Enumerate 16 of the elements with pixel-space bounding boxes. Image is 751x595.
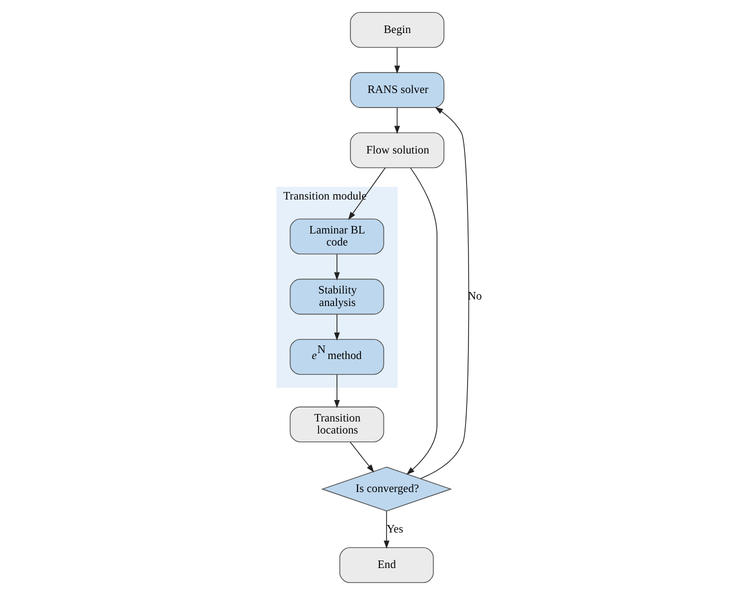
node-box: Transition locations xyxy=(289,406,384,442)
node-box: Stability analysis xyxy=(289,278,384,315)
node-box: Flow solution xyxy=(349,132,444,168)
arrow xyxy=(394,47,400,74)
arrow xyxy=(334,314,340,341)
node-box: RANS solver xyxy=(349,72,444,108)
arrow xyxy=(420,106,469,480)
arrow xyxy=(394,107,400,134)
arrow xyxy=(334,374,340,408)
node-box: Laminar BL code xyxy=(289,218,384,254)
arrow xyxy=(383,511,389,549)
node-box: End xyxy=(338,547,434,584)
arrow xyxy=(334,254,340,280)
arrow xyxy=(406,167,437,475)
arrow xyxy=(349,442,374,472)
node-box: Begin xyxy=(349,12,444,48)
